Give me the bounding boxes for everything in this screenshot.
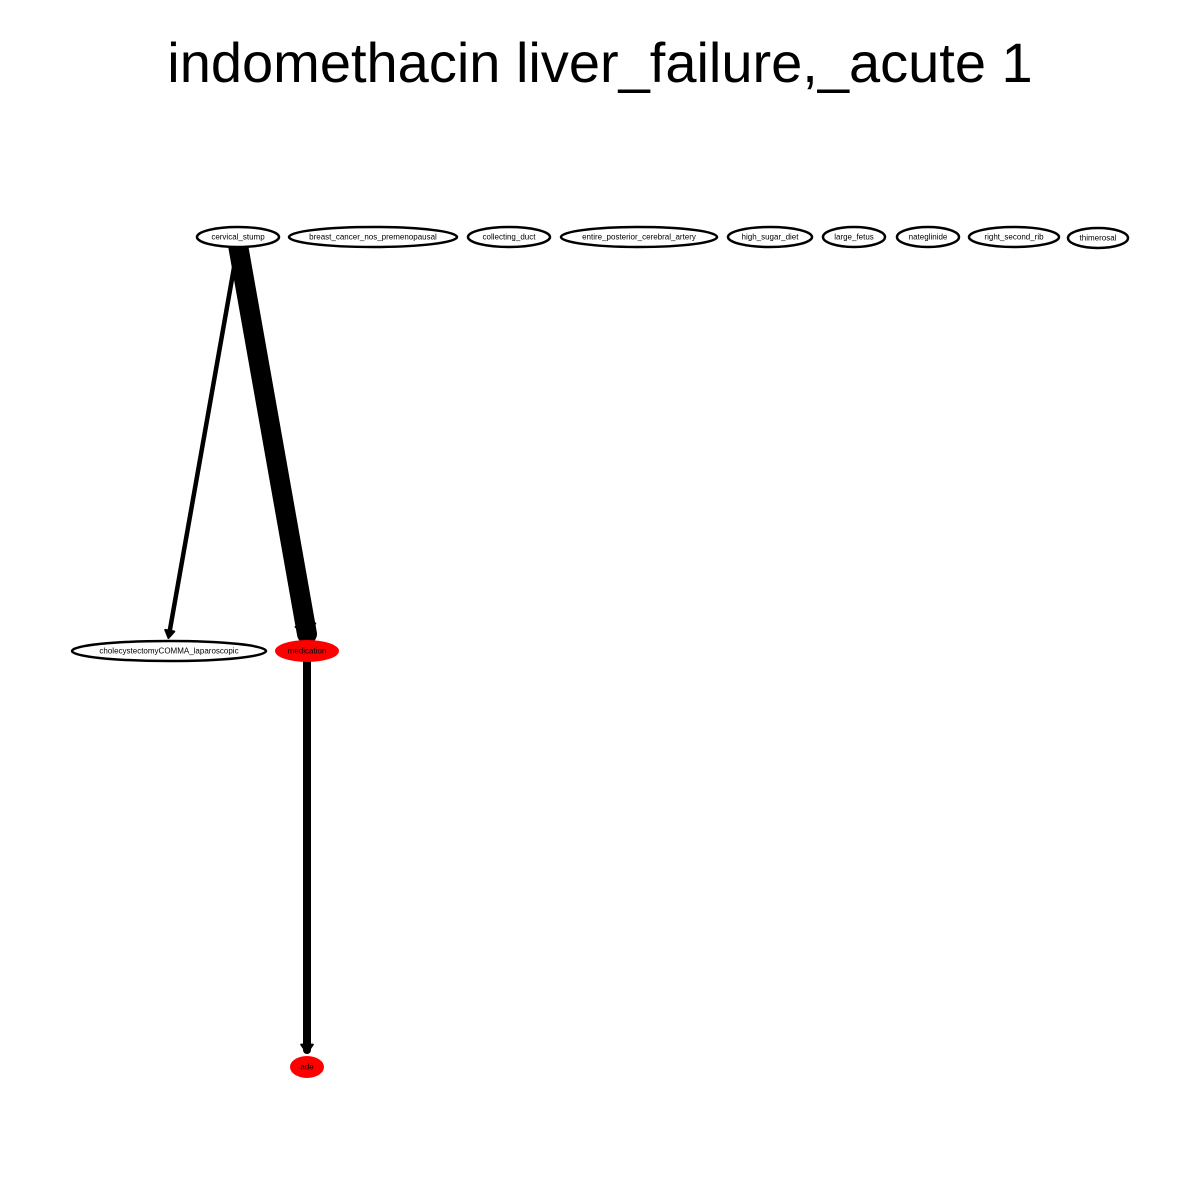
node-shape bbox=[275, 640, 339, 662]
node-shape bbox=[70, 639, 268, 663]
edge-cervical_stump-to-medication bbox=[228, 235, 317, 644]
node-cholecystectomy: cholecystectomyCOMMA_laparoscopic bbox=[70, 639, 268, 663]
node-label: entire_posterior_cerebral_artery bbox=[582, 233, 696, 242]
node-collecting_duct: collecting_duct bbox=[466, 225, 552, 249]
node-shape bbox=[559, 225, 719, 249]
node-label: high_sugar_diet bbox=[742, 233, 800, 242]
node-shape bbox=[821, 225, 887, 249]
node-shape bbox=[195, 225, 281, 249]
node-label: breast_cancer_nos_premenopausal bbox=[309, 233, 437, 242]
page-title: indomethacin liver_failure,_acute 1 bbox=[167, 31, 1033, 94]
node-shape bbox=[1066, 226, 1130, 250]
node-label: medication bbox=[288, 647, 327, 656]
node-breast_cancer: breast_cancer_nos_premenopausal bbox=[287, 225, 459, 249]
node-medication: medication bbox=[275, 640, 339, 662]
node-right_second_rib: right_second_rib bbox=[967, 225, 1061, 249]
node-label: nateglinide bbox=[909, 233, 948, 242]
node-large_fetus: large_fetus bbox=[821, 225, 887, 249]
node-shape bbox=[895, 225, 961, 249]
edge-line bbox=[166, 242, 241, 638]
node-shape bbox=[290, 1056, 324, 1078]
edge-arrowhead bbox=[294, 622, 317, 638]
node-label: cervical_stump bbox=[211, 233, 265, 242]
node-ade: ade bbox=[290, 1056, 324, 1078]
node-label: large_fetus bbox=[834, 233, 874, 242]
edge-medication-to-ade bbox=[300, 655, 314, 1054]
node-label: thimerosal bbox=[1080, 234, 1117, 243]
node-shape bbox=[726, 225, 814, 249]
node-pca: entire_posterior_cerebral_artery bbox=[559, 225, 719, 249]
node-shape bbox=[287, 225, 459, 249]
node-label: ade bbox=[300, 1063, 314, 1072]
edge-arrowhead bbox=[164, 628, 176, 639]
node-label: collecting_duct bbox=[483, 233, 537, 242]
node-label: cholecystectomyCOMMA_laparoscopic bbox=[99, 647, 238, 656]
node-shape bbox=[967, 225, 1061, 249]
node-thimerosal: thimerosal bbox=[1066, 226, 1130, 250]
edge-cervical_stump-to-cholecystectomy bbox=[164, 242, 241, 639]
node-high_sugar_diet: high_sugar_diet bbox=[726, 225, 814, 249]
edge-line bbox=[228, 235, 317, 644]
edge-arrowhead bbox=[300, 1043, 314, 1054]
node-label: right_second_rib bbox=[984, 233, 1044, 242]
node-cervical_stump: cervical_stump bbox=[195, 225, 281, 249]
node-nateglinide: nateglinide bbox=[895, 225, 961, 249]
node-shape bbox=[466, 225, 552, 249]
